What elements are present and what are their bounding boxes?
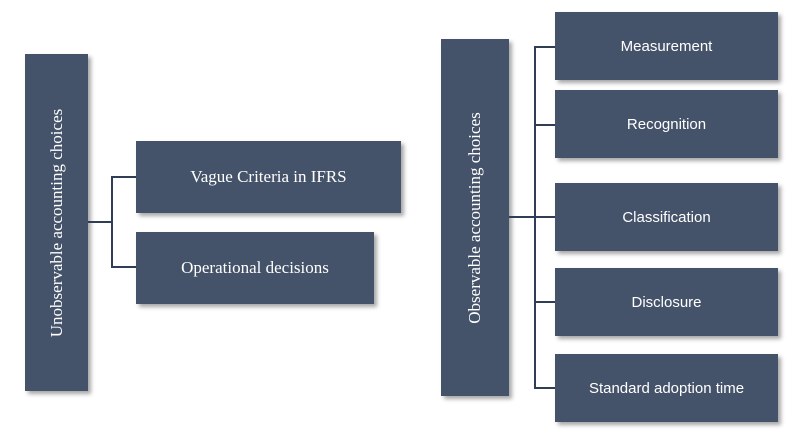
operational-decisions-box: Operational decisions — [136, 232, 374, 304]
connector-left-stem — [88, 221, 112, 223]
observable-choices-box: Observable accounting choices — [441, 39, 509, 396]
connector-right-branch-2 — [534, 124, 555, 126]
connector-right-stem — [509, 216, 535, 218]
connector-right-branch-4 — [534, 301, 555, 303]
measurement-label: Measurement — [620, 37, 713, 55]
connector-left-branch-2 — [111, 266, 136, 268]
observable-choices-label: Observable accounting choices — [465, 111, 484, 324]
standard-adoption-time-box: Standard adoption time — [555, 354, 778, 422]
connector-left-spine — [111, 176, 113, 268]
unobservable-choices-box: Unobservable accounting choices — [25, 54, 88, 391]
connector-right-branch-3 — [534, 216, 555, 218]
vague-criteria-label: Vague Criteria in IFRS — [190, 167, 347, 186]
measurement-box: Measurement — [555, 12, 778, 80]
disclosure-label: Disclosure — [631, 293, 702, 311]
disclosure-box: Disclosure — [555, 268, 778, 336]
standard-adoption-time-label: Standard adoption time — [588, 379, 745, 397]
connector-right-branch-1 — [534, 46, 555, 48]
vague-criteria-box: Vague Criteria in IFRS — [136, 141, 401, 213]
classification-box: Classification — [555, 183, 778, 251]
operational-decisions-label: Operational decisions — [181, 258, 329, 277]
recognition-label: Recognition — [626, 115, 707, 133]
unobservable-choices-label: Unobservable accounting choices — [46, 108, 66, 337]
recognition-box: Recognition — [555, 90, 778, 158]
classification-label: Classification — [622, 208, 711, 226]
connector-right-branch-5 — [534, 387, 555, 389]
connector-left-branch-1 — [111, 176, 136, 178]
